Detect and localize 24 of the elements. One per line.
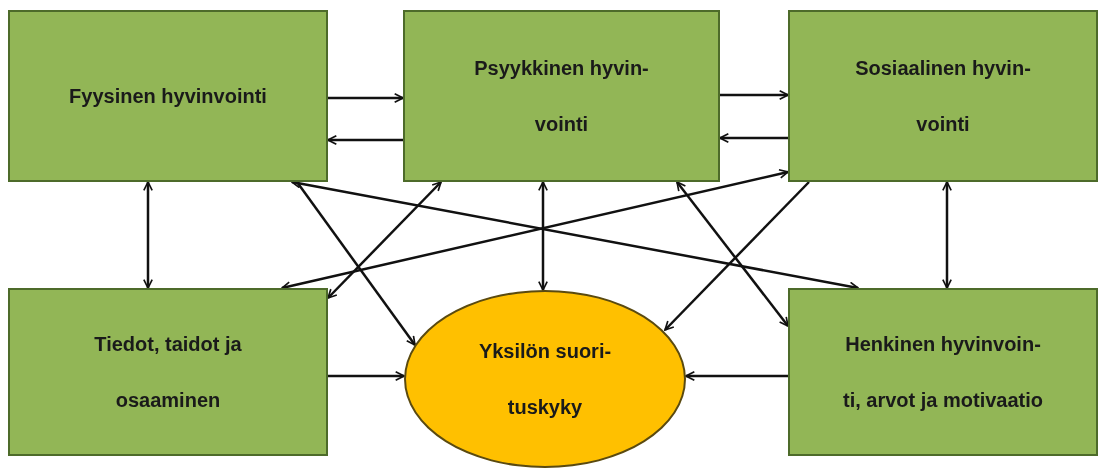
arrow: [685, 371, 788, 381]
category-box: [788, 288, 1098, 456]
node-label: Henkinen hyvinvoin- ti, arvot ja motivaatio: [841, 332, 1045, 413]
node-label: Sosiaalinen hyvin- vointi: [854, 56, 1032, 137]
arrow: [719, 133, 788, 143]
node-label: Tiedot, taidot ja osaaminen: [93, 332, 243, 413]
arrow: [143, 181, 153, 289]
category-box: [403, 10, 720, 182]
arrow: [942, 181, 952, 289]
arrow: [327, 135, 403, 145]
arrow: [296, 181, 416, 346]
node-label: Fyysinen hyvinvointi: [69, 84, 267, 109]
node-label: Yksilön suori- tuskyky: [477, 339, 613, 420]
arrow: [327, 181, 442, 299]
category-box: [8, 10, 328, 182]
arrow: [664, 181, 810, 331]
arrow: [676, 181, 789, 327]
arrow: [720, 90, 789, 100]
category-box: [788, 10, 1098, 182]
arrow: [328, 371, 405, 381]
arrow: [328, 93, 404, 103]
arrow: [538, 181, 548, 291]
category-box: [8, 288, 328, 456]
node-label: Psyykkinen hyvin- vointi: [473, 56, 650, 137]
